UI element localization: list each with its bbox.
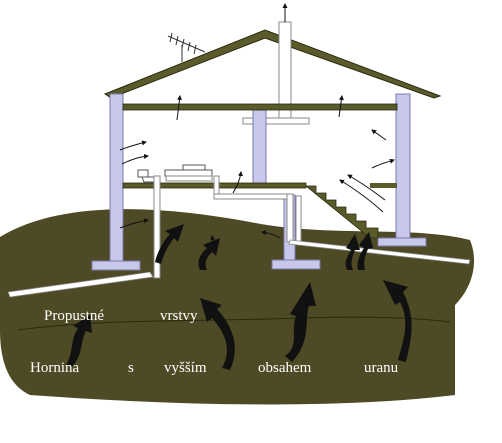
roof — [103, 29, 442, 99]
indoor-radon-arrows — [119, 95, 395, 243]
bedrock-label-3: vyšším — [164, 360, 207, 376]
staircase-icon — [304, 185, 379, 239]
permeable-layers-label-1: Propustné — [44, 308, 104, 324]
bedrock-label-2: s — [128, 360, 134, 376]
permeable-layers-label-2: vrstvy — [160, 308, 198, 324]
upper-floor — [122, 103, 398, 111]
chimney-icon — [242, 3, 310, 125]
bedrock-label-4: obsahem — [258, 360, 312, 376]
floor-ledge — [370, 183, 397, 188]
bedrock-label-1: Hornina — [30, 360, 79, 376]
toilet-icon — [137, 169, 155, 183]
pillars — [91, 93, 427, 271]
antenna-icon — [167, 32, 206, 62]
bathtub-icon — [164, 164, 213, 177]
radon-arrow-icon — [66, 224, 412, 370]
bedrock-label-5: uranu — [364, 360, 399, 376]
radon-pipe — [288, 239, 471, 265]
drainage-pipe — [7, 271, 154, 298]
drain-pipes — [153, 175, 302, 279]
